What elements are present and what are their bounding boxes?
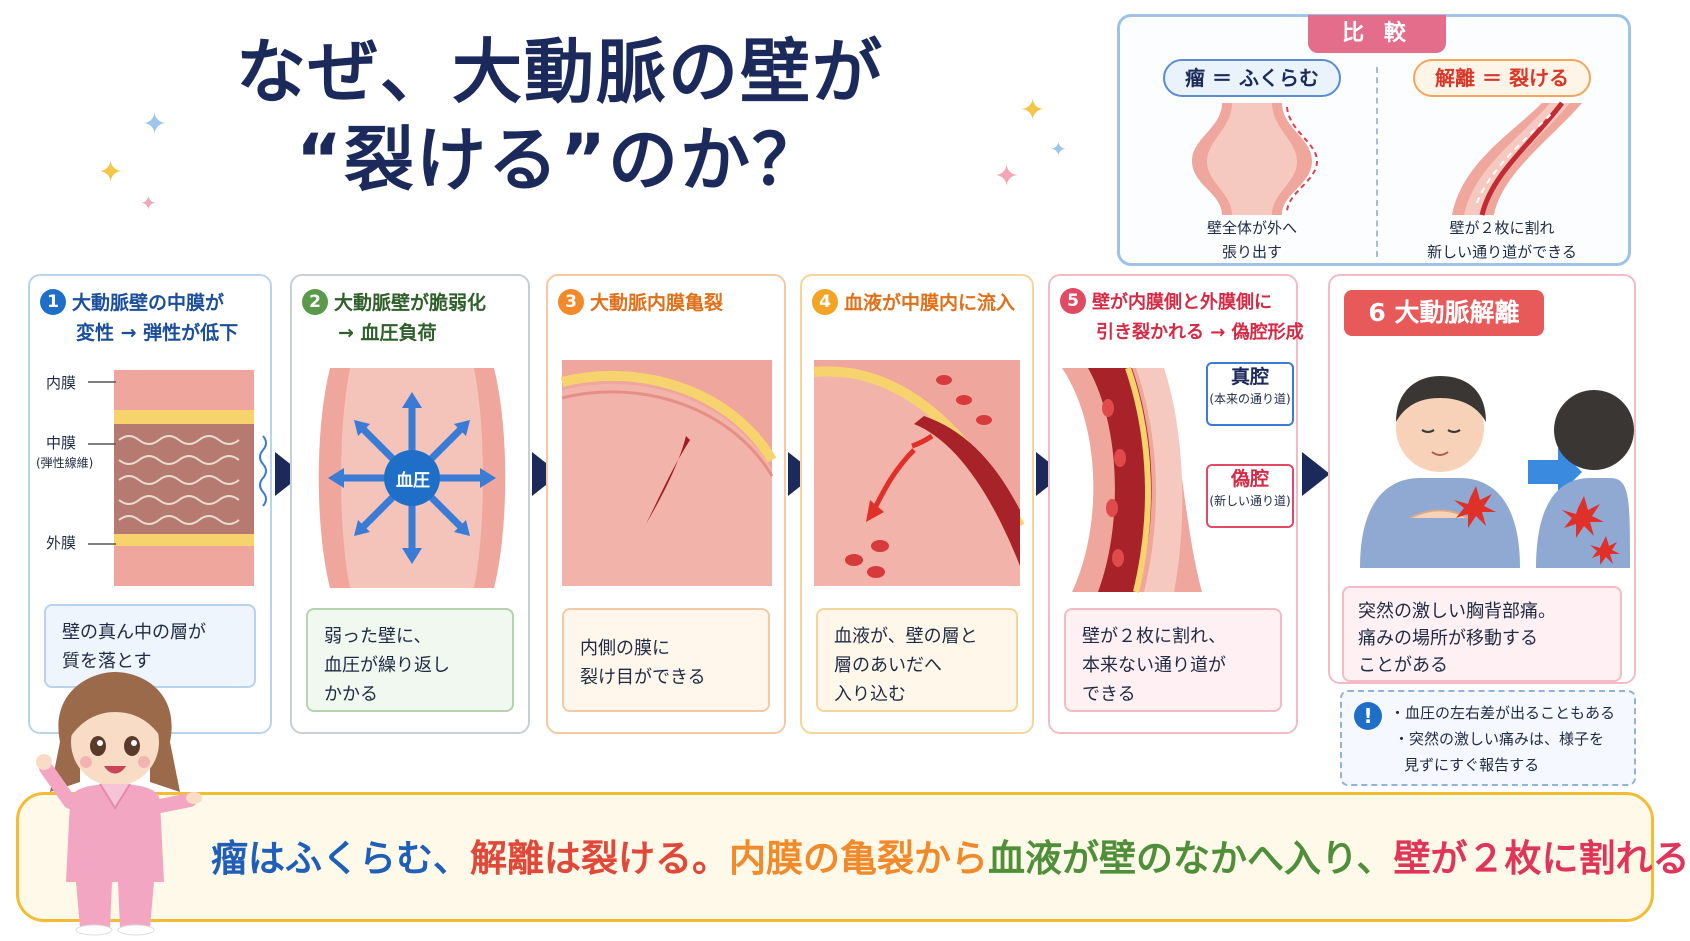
label-intima: 内膜 — [46, 374, 77, 392]
summary-part-1: 瘤はふくらむ、 — [211, 837, 470, 880]
blood-entry-illustration — [813, 360, 1025, 586]
step-4-heading: 4 血液が中膜内に流入 — [812, 288, 1024, 318]
comparison-aneurysm: 瘤 ＝ ふくらむ 壁全体が外へ 張り出す — [1132, 59, 1372, 261]
title-line-2: “裂ける”のか？ — [295, 119, 824, 201]
warning-text: ・血圧の左右差が出ることもある ・突然の激しい痛みは、様子を 見ずにすぐ報告する — [1390, 704, 1616, 774]
step-2-heading: 2 大動脈壁が脆弱化 → 血圧負荷 — [302, 288, 520, 348]
sparkle-icon: ✦ — [1050, 137, 1067, 161]
summary-banner: 瘤はふくらむ、解離は裂ける。内膜の亀裂から血液が壁のなかへ入り、壁が２枚に割れる — [16, 792, 1690, 922]
aneurysm-pill: 瘤 ＝ ふくらむ — [1163, 59, 1341, 97]
step-4-title-1: 血液が中膜内に流入 — [844, 292, 1016, 314]
step-card-3: 3 大動脈内膜亀裂 内側の膜に 裂け目ができる — [546, 274, 786, 734]
flow-arrow-icon — [1302, 452, 1330, 496]
sparkle-icon: ✦ — [1020, 93, 1046, 128]
step-6-note: 突然の激しい胸背部痛。 痛みの場所が移動する ことがある — [1342, 586, 1622, 682]
label-adventitia: 外膜 — [46, 534, 77, 552]
aneurysm-caption-1: 壁全体が外へ — [1206, 219, 1297, 237]
step-6-badge: 6 大動脈解離 — [1344, 290, 1544, 336]
step-3-number: 3 — [558, 289, 584, 315]
label-media: 中膜 — [46, 434, 77, 452]
aneurysm-illustration — [1192, 103, 1319, 215]
nurse-character-illustration — [36, 672, 202, 936]
step-card-5: 5 壁が内膜側と外膜側に 引き裂かれる → 偽腔形成 真腔 (本来の通り道) 偽腔… — [1048, 274, 1304, 734]
patient-pain-illustration — [1360, 376, 1634, 568]
false-lumen-illustration — [1062, 367, 1202, 593]
summary-part-2: 解離は裂ける。 — [470, 837, 729, 880]
step-6-title-1: 大動脈解離 — [1394, 298, 1520, 327]
comparison-tag: 比 較 — [1308, 15, 1446, 53]
sparkle-icon: ✦ — [142, 107, 168, 142]
step-1-title-2: 変性 → 弾性が低下 — [76, 322, 239, 344]
step-5-title-2: 引き裂かれる → 偽腔形成 — [1096, 322, 1304, 343]
step-card-6: 6 大動脈解離 突然の激しい胸背部痛。 痛みの場所が移動する ことがある — [1328, 274, 1636, 684]
step-1-title-1: 大動脈壁の中膜が — [72, 292, 225, 314]
label-leader-lines — [88, 381, 116, 545]
dissection-illustration — [1452, 101, 1582, 216]
step-1-heading: 1 大動脈壁の中膜が 変性 → 弾性が低下 — [40, 288, 262, 348]
step-2-number: 2 — [302, 289, 328, 315]
step-5-number: 5 — [1060, 288, 1086, 314]
pain-burst-icon — [1454, 486, 1496, 528]
warning-icon: ! — [1354, 702, 1382, 730]
dissection-caption-2: 新しい通り道ができる — [1427, 243, 1577, 261]
step-3-heading: 3 大動脈内膜亀裂 — [558, 288, 776, 318]
step-card-2: 2 大動脈壁が脆弱化 → 血圧負荷 血圧 弱った壁に、 血圧が繰り返し かかる — [290, 274, 530, 734]
comparison-dissection: 解離 ＝ 裂ける 壁が２枚に割れ 新しい通り道ができる — [1382, 59, 1622, 261]
summary-part-5: 壁が２枚に割れる — [1393, 837, 1690, 880]
step-5-title-1: 壁が内膜側と外膜側に — [1092, 292, 1272, 313]
aneurysm-caption-2: 張り出す — [1221, 243, 1282, 261]
comparison-box: 比 較 瘤 ＝ ふくらむ 壁全体が外へ 張り出す 解離 ＝ 裂ける 壁が２枚に割… — [1117, 14, 1631, 266]
layered-wall-illustration — [114, 370, 254, 586]
dissection-pill: 解離 ＝ 裂ける — [1413, 59, 1591, 97]
summary-part-3: 内膜の亀裂から — [729, 837, 988, 880]
page-title: なぜ、大動脈の壁が “裂ける”のか？ — [150, 28, 970, 204]
intimal-tear-illustration — [560, 360, 777, 586]
warning-box: ! ・血圧の左右差が出ることもある ・突然の激しい痛みは、様子を 見ずにすぐ報告… — [1340, 690, 1636, 786]
step-3-title-1: 大動脈内膜亀裂 — [590, 292, 724, 314]
sparkle-icon: ✦ — [98, 155, 124, 190]
step-card-4: 4 血液が中膜内に流入 血液が、壁の層と 層のあいだへ 入り込む — [800, 274, 1034, 734]
comparison-divider — [1376, 67, 1378, 257]
summary-part-4: 血液が壁のなかへ入り、 — [988, 837, 1394, 880]
step-2-title-1: 大動脈壁が脆弱化 — [334, 292, 487, 314]
sparkle-icon: ✦ — [140, 191, 157, 215]
title-line-1: なぜ、大動脈の壁が — [236, 31, 884, 113]
step-5-heading: 5 壁が内膜側と外膜側に 引き裂かれる → 偽腔形成 — [1060, 288, 1304, 348]
false-lumen-callout: 偽腔 (新しい通り道) — [1206, 464, 1294, 528]
true-lumen-callout: 真腔 (本来の通り道) — [1206, 362, 1294, 426]
step-5-note: 壁が２枚に割れ、 本来ない通り道が できる — [1064, 608, 1282, 712]
step-4-note: 血液が、壁の層と 層のあいだへ 入り込む — [816, 608, 1018, 712]
label-media-sub: (弾性線維) — [36, 456, 94, 470]
step-4-number: 4 — [812, 289, 838, 315]
sparkle-icon: ✦ — [994, 159, 1020, 194]
dissection-caption-1: 壁が２枚に割れ — [1449, 219, 1555, 237]
step-2-title-2: → 血圧負荷 — [338, 322, 437, 344]
pressure-label: 血圧 — [396, 471, 430, 491]
step-2-note: 弱った壁に、 血圧が繰り返し かかる — [306, 608, 514, 712]
step-3-note: 内側の膜に 裂け目ができる — [562, 608, 770, 712]
step-6-number: 6 — [1368, 298, 1386, 327]
summary-text: 瘤はふくらむ、解離は裂ける。内膜の亀裂から血液が壁のなかへ入り、壁が２枚に割れる — [211, 831, 1690, 887]
wave-icon — [259, 435, 267, 507]
step-1-number: 1 — [40, 289, 66, 315]
weakened-wall-illustration — [318, 368, 506, 588]
